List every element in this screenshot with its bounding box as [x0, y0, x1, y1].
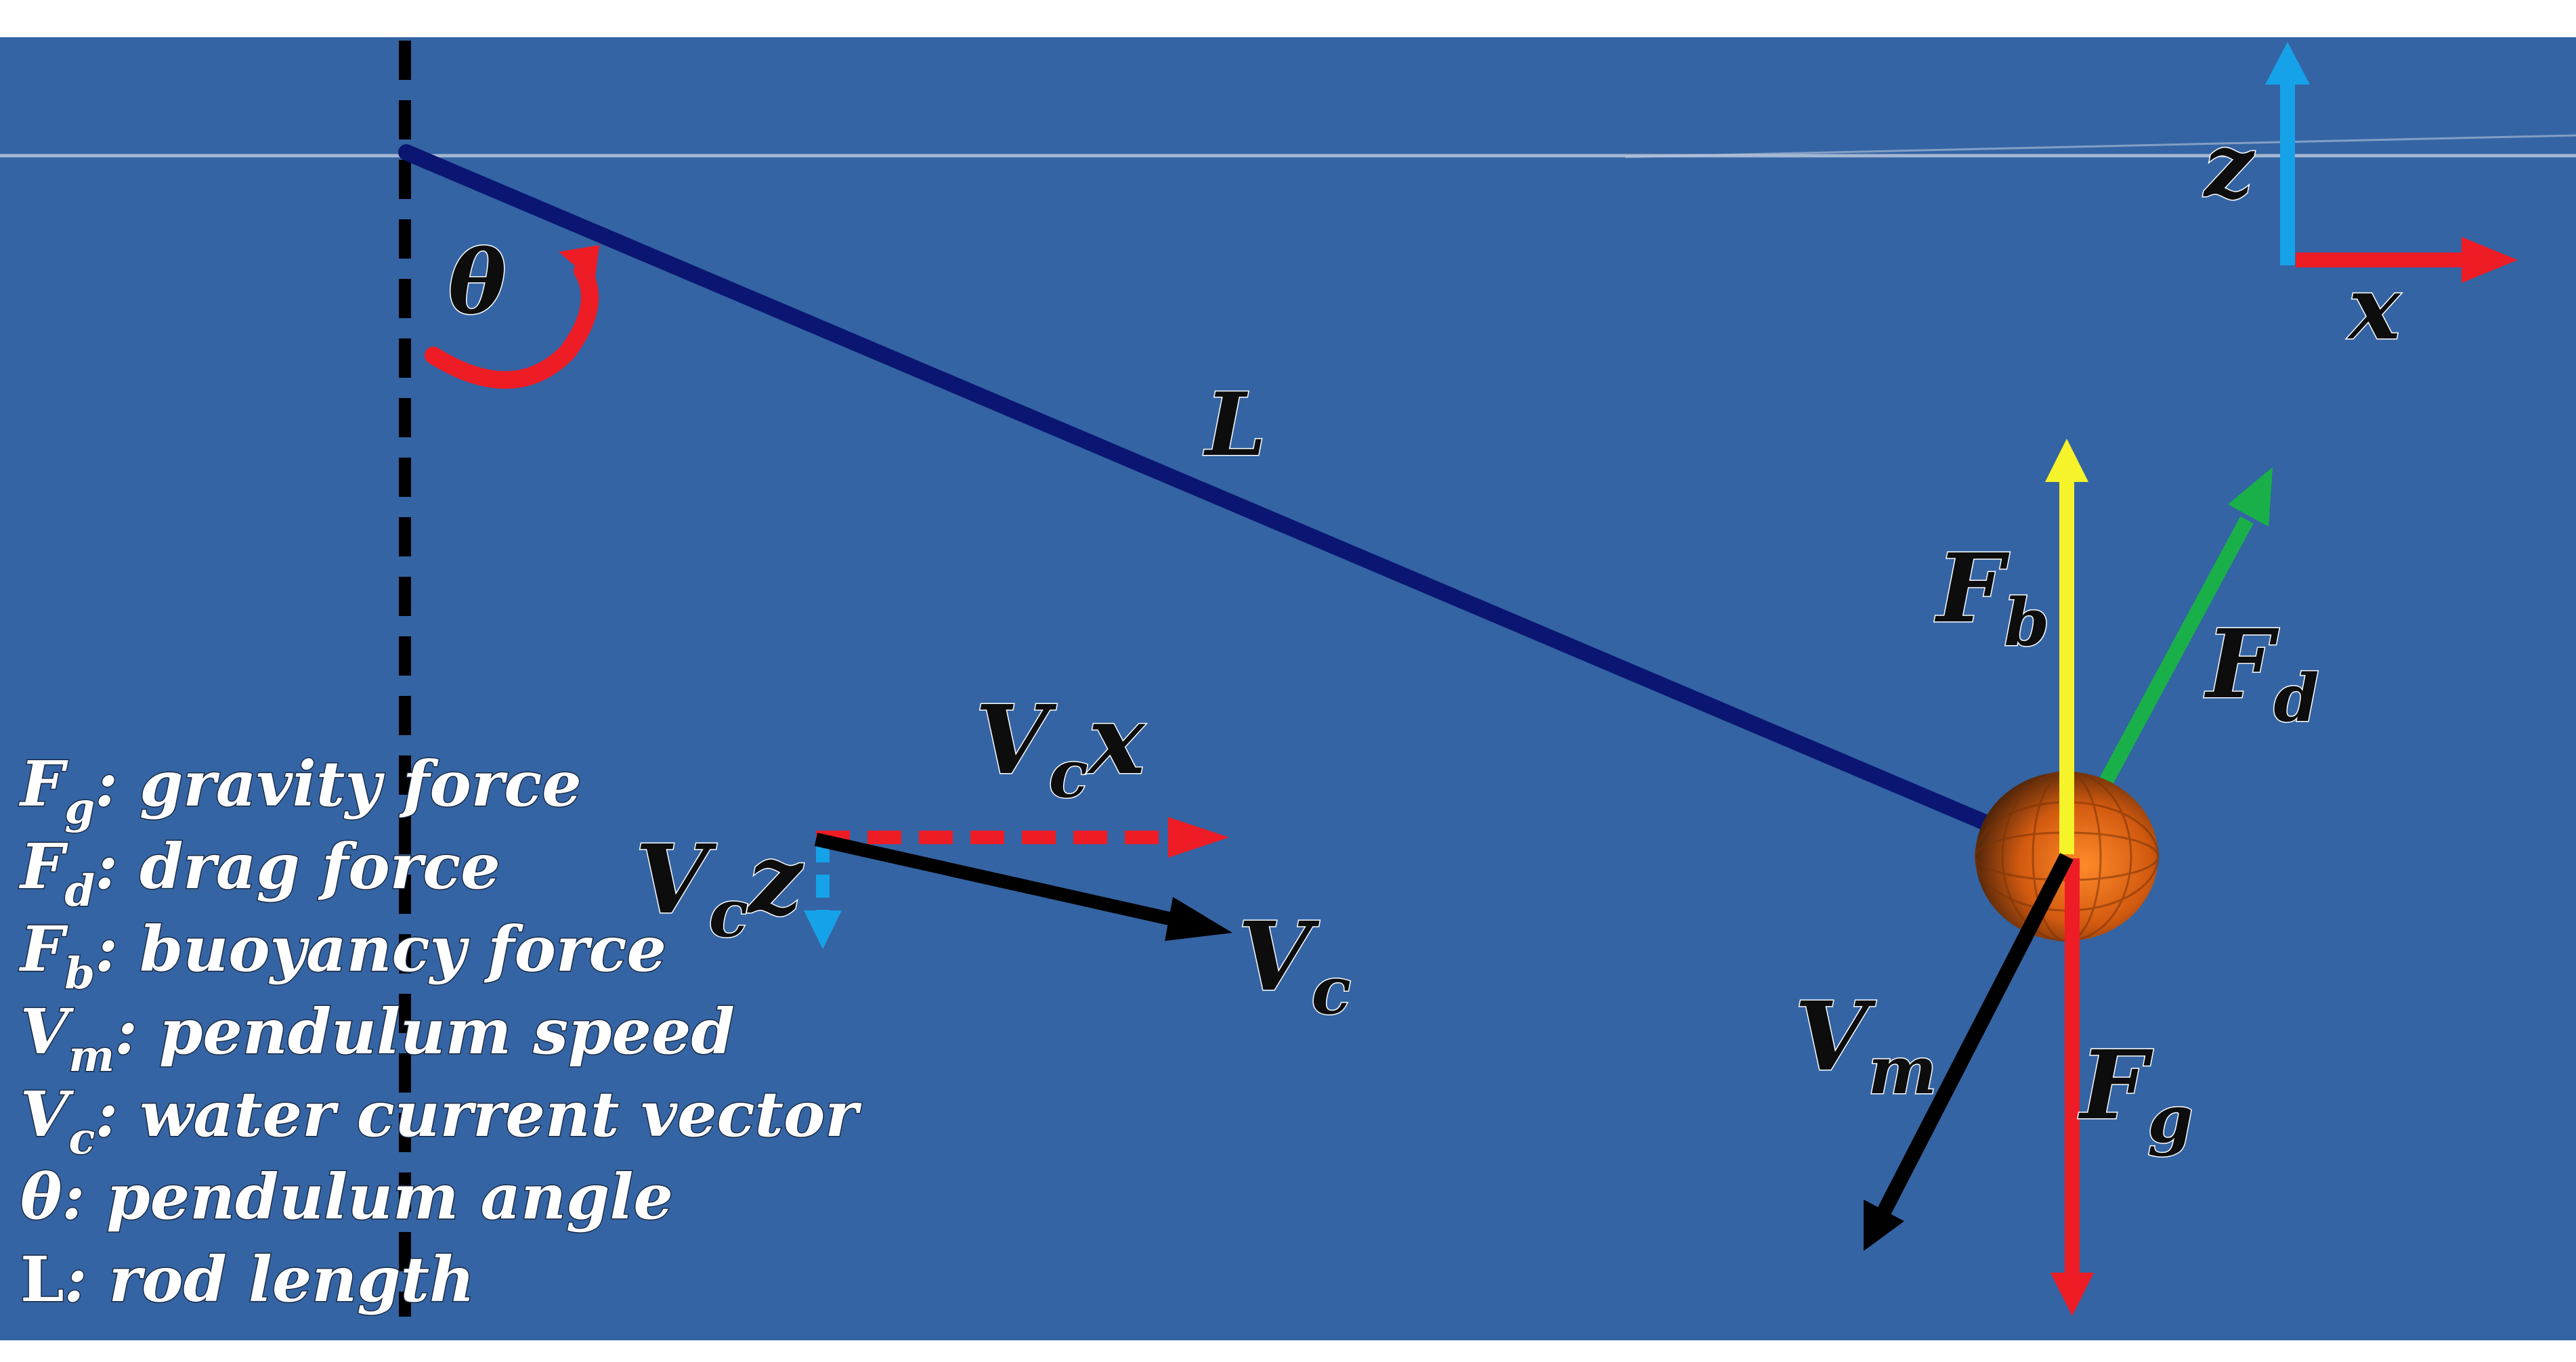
current-z-label: Vcz [635, 825, 804, 952]
rod-length-label: L [1203, 374, 1266, 476]
current-vector-arrow [814, 833, 1232, 941]
legend-item-rod-length: L: rod length [20, 1243, 475, 1316]
pendulum-speed-arrow [1864, 852, 2074, 1251]
buoyancy-force-label: Fb [1934, 533, 2050, 661]
axis-z-label: z [2203, 116, 2255, 217]
drag-force-label: Fd [2204, 609, 2319, 737]
theta-label: θ [448, 232, 506, 334]
current-z-component-arrow [804, 839, 842, 949]
axis-x-arrow [2296, 237, 2518, 283]
water-surface-line-faint [1625, 134, 2576, 158]
gravity-force-arrow [2051, 858, 2094, 1316]
axis-x-label: x [2346, 258, 2401, 359]
current-x-component-arrow [816, 817, 1229, 858]
pendulum-rod [398, 144, 2009, 837]
current-x-label: Vcx [975, 685, 1146, 812]
buoyancy-force-arrow [2045, 439, 2088, 854]
axis-z-arrow [2265, 42, 2310, 265]
legend-item-pendulum-speed: Vm: pendulum speed [20, 995, 735, 1082]
legend-item-water-current: Vc: water current vector [20, 1078, 862, 1164]
gravity-force-label: Fg [2078, 1030, 2193, 1158]
legend: Fg: gravity force Fd: drag force Fb: buo… [18, 747, 863, 1317]
legend-item-buoyancy: Fb: buoyancy force [18, 913, 666, 999]
legend-item-pendulum-angle: θ: pendulum angle [20, 1160, 673, 1233]
water-background [0, 37, 2576, 1340]
current-vector-label: Vc [1238, 902, 1351, 1029]
pendulum-speed-label: Vm [1795, 982, 1937, 1109]
legend-item-drag: Fd: drag force [18, 830, 500, 917]
angle-arrow-icon [425, 245, 599, 389]
legend-item-gravity: Fg: gravity force [18, 747, 582, 834]
